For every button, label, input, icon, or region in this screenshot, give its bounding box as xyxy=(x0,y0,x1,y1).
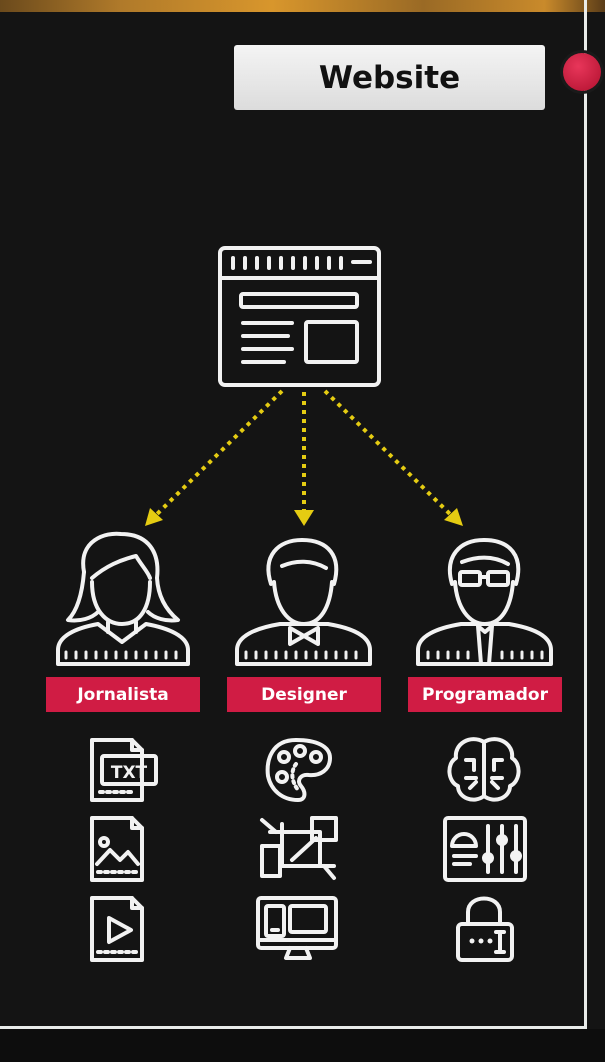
crop-tool-icon xyxy=(260,816,338,880)
image-file-icon xyxy=(90,816,144,882)
label-designer: Designer xyxy=(227,677,381,712)
arrow-head-right xyxy=(444,508,463,526)
dotted-arrows xyxy=(145,389,463,526)
arrow-to-jornalista xyxy=(152,389,284,519)
top-image-strip xyxy=(0,0,605,12)
label-jornalista-text: Jornalista xyxy=(77,684,169,705)
label-programador-text: Programador xyxy=(422,684,548,705)
bottom-band xyxy=(0,1029,605,1062)
arrow-to-programador xyxy=(323,389,455,519)
frame-line-bottom xyxy=(0,1026,587,1029)
txt-file-icon: TXT xyxy=(90,738,158,802)
page-title: Website xyxy=(318,59,461,96)
arrow-head-left xyxy=(145,508,163,526)
video-file-icon xyxy=(90,896,144,962)
control-panel-icon xyxy=(443,816,527,882)
arrow-head-center xyxy=(294,510,314,526)
brain-circuit-icon xyxy=(447,737,521,802)
responsive-devices-icon xyxy=(256,896,338,960)
title-box: Website xyxy=(234,45,545,110)
color-palette-icon xyxy=(265,738,332,802)
label-jornalista: Jornalista xyxy=(46,677,200,712)
label-designer-text: Designer xyxy=(261,684,347,705)
label-programador: Programador xyxy=(408,677,562,712)
journalist-woman-icon xyxy=(56,531,190,666)
red-marker-dot xyxy=(563,53,601,91)
designer-man-bowtie-icon xyxy=(235,538,372,666)
programmer-glasses-icon xyxy=(416,538,553,666)
hierarchy-diagram: TXT xyxy=(56,246,553,962)
website-browser-icon xyxy=(218,246,381,387)
txt-badge-text: TXT xyxy=(111,763,148,783)
frame-line-right xyxy=(584,0,587,1030)
password-lock-icon xyxy=(456,896,514,962)
